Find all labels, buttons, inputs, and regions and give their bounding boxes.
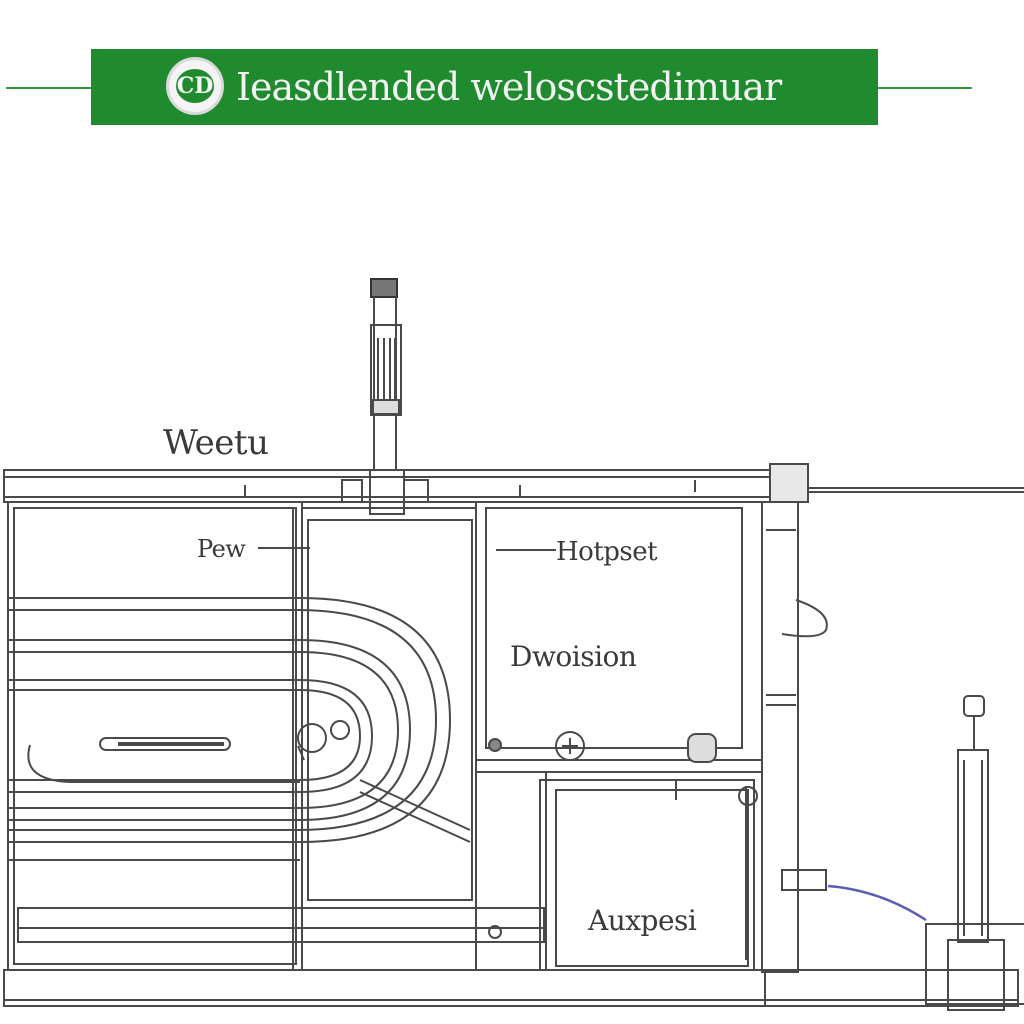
banner-rule-left [6,87,92,89]
label-division: Dwoision [510,640,637,673]
base-platform [3,907,1019,1007]
valve-knob-icon [297,720,350,761]
label-auxbox: Auxpesi [588,904,697,937]
label-leaders [258,547,556,551]
label-wheel: Weetu [163,423,269,463]
logo-emblem-icon: CD [166,57,224,115]
main-housing [7,501,477,971]
pressure-gauge-icon [488,733,758,939]
label-press: Pew [197,535,246,563]
banner-title: Ieasdlended weloscstedimuar [236,65,782,109]
banner-rule-right [877,87,972,89]
gauge-dial-icon [555,731,585,761]
control-cabinet [475,501,828,973]
lower-compartments [475,771,827,971]
gauge-tower [925,695,1024,1011]
signal-cable [827,884,927,922]
chimney-stack [370,278,402,470]
logo-text: CD [176,69,214,103]
label-hotpot: Hotpset [556,537,658,567]
top-beam [3,463,1024,515]
rounded-drum [8,597,471,861]
